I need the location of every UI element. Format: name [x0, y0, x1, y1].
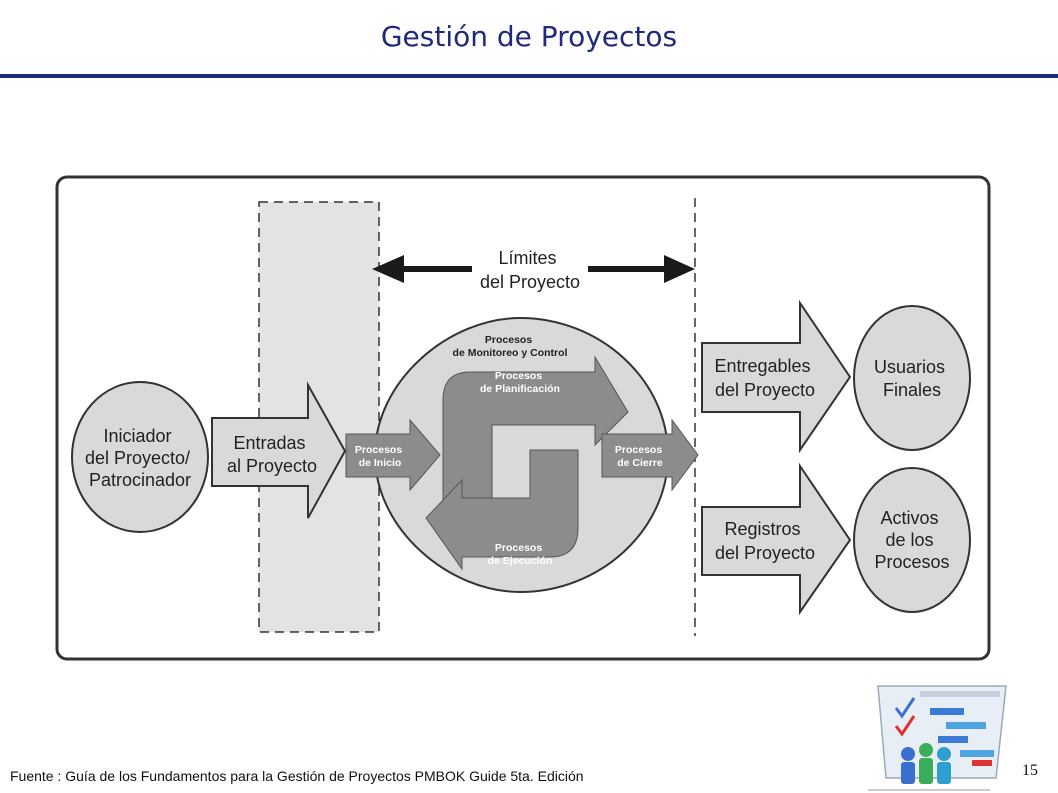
boundary-label: Límites del Proyecto: [480, 248, 580, 292]
boundary-arrow: [372, 255, 695, 283]
monitoring-label: Procesos de Monitoreo y Control: [453, 334, 568, 359]
closing-label: Procesos de Cierre: [615, 444, 665, 469]
source-note: Fuente : Guía de los Fundamentos para la…: [10, 768, 584, 784]
check-icon-red: [894, 715, 916, 737]
project-gantt-logo: [868, 685, 1007, 791]
check-icon: [894, 697, 916, 719]
title-rule: [0, 74, 1058, 78]
executing-label: Procesos de Ejecución: [488, 542, 553, 567]
executing-arrow: [425, 449, 579, 571]
slide-title: Gestión de Proyectos: [380, 20, 678, 53]
initiator-circle: [71, 381, 209, 533]
closing-arrow: [601, 418, 699, 492]
initiator-label: Iniciador del Proyecto/ Patrocinador: [85, 426, 195, 490]
records-label: Registros del Proyecto: [715, 519, 815, 563]
end-users-circle: [853, 305, 971, 451]
deliverables-label: Entregables del Proyecto: [714, 356, 815, 400]
deliverables-arrow: [701, 299, 852, 454]
planning-arrow: [442, 355, 629, 501]
inputs-arrow: [211, 381, 347, 519]
page-number: 15: [1022, 762, 1038, 779]
inputs-label: Entradas al Proyecto: [227, 433, 317, 476]
planning-label: Procesos de Planificación: [480, 370, 560, 395]
assets-circle: [853, 467, 971, 613]
assets-label: Activos de los Procesos: [874, 508, 949, 572]
team-icon: [901, 743, 951, 784]
initiating-label: Procesos de Inicio: [355, 444, 405, 469]
end-users-label: Usuarios Finales: [874, 357, 950, 400]
initiating-arrow: [345, 418, 441, 492]
records-arrow: [701, 462, 852, 616]
